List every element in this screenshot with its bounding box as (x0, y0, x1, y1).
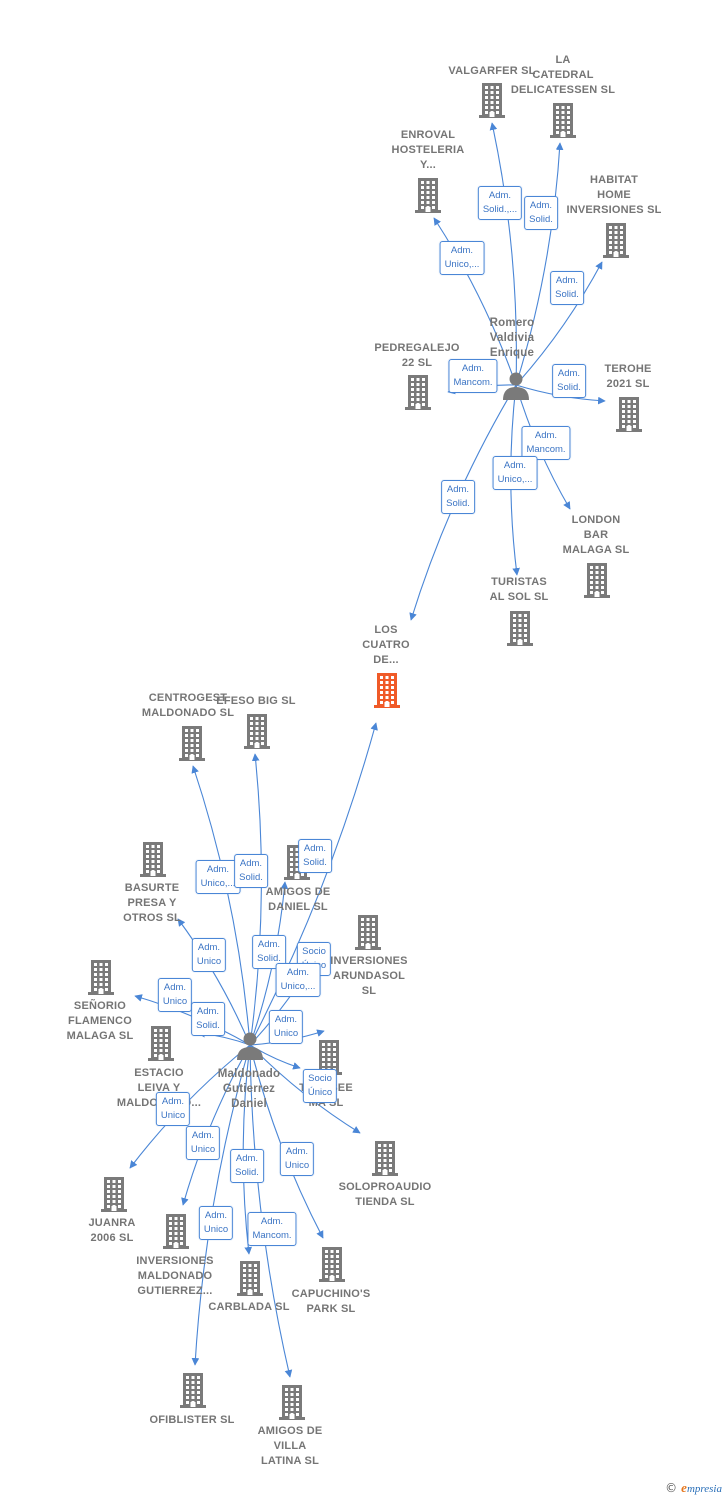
node-label-invmaldonado[interactable]: INVERSIONES MALDONADO GUTIERREZ... (136, 1255, 214, 1297)
role-badge-soloproaudio[interactable]: Socio Único (302, 1069, 338, 1103)
edge-romero-enroval (433, 217, 517, 386)
carblada-building-icon[interactable] (235, 1260, 265, 1296)
rundasol-building-icon[interactable] (353, 914, 383, 950)
role-badge-toussee[interactable]: Adm. Unico,... (275, 963, 321, 997)
role-badge-cuatro[interactable]: Adm. Solid. (441, 480, 475, 514)
capuchinos-building-icon[interactable] (317, 1246, 347, 1282)
node-label-senorio[interactable]: SEÑORIO FLAMENCO MALAGA SL (66, 1000, 134, 1042)
valgarfer-building-icon[interactable] (477, 82, 507, 118)
pedregalejo-building-icon[interactable] (403, 374, 433, 410)
role-badge-valgarfer[interactable]: Adm. Solid.,... (477, 186, 523, 220)
node-label-catedral[interactable]: LA CATEDRAL DELICATESSEN SL (510, 54, 616, 96)
senorio-building-icon[interactable] (86, 959, 116, 995)
role-badge-pedregalejo[interactable]: Adm. Mancom. (448, 359, 498, 393)
node-label-basurte[interactable]: BASURTE PRESA Y OTROS SL (123, 882, 181, 924)
node-label-centrogest[interactable]: CENTROGEST MALDONADO SL (141, 692, 235, 719)
centrogest-building-icon[interactable] (177, 725, 207, 761)
node-label-habitat[interactable]: HABITAT HOME INVERSIONES SL (566, 174, 662, 216)
role-badge-amigosvilla[interactable]: Adm. Mancom. (247, 1212, 297, 1246)
node-label-soloproaudio[interactable]: SOLOPROAUDIO TIENDA SL (338, 1181, 432, 1208)
role-badge-senorio[interactable]: Adm. Unico (157, 978, 193, 1012)
node-label-enroval[interactable]: ENROVAL HOSTELERIA Y... (391, 129, 465, 171)
node-label-juanra[interactable]: JUANRA 2006 SL (88, 1217, 136, 1244)
role-badge-ofiblister[interactable]: Adm. Unico (198, 1206, 234, 1240)
node-label-carblada[interactable]: CARBLADA SL (208, 1301, 290, 1313)
soloproaudio-building-icon[interactable] (370, 1140, 400, 1176)
basurte-building-icon[interactable] (138, 841, 168, 877)
node-label-turistas[interactable]: TURISTAS AL SOL SL (489, 576, 549, 603)
node-label-romero[interactable]: Romero Valdivia Enrique (489, 317, 535, 359)
edge-maldonado-invmaldonado (181, 1044, 251, 1206)
role-badge-estacio[interactable]: Adm. Solid. (191, 1002, 225, 1036)
brand-initial: e (681, 1480, 687, 1495)
estacio-building-icon[interactable] (146, 1025, 176, 1061)
node-label-ofiblister[interactable]: OFIBLISTER SL (149, 1414, 235, 1426)
node-label-rundasol[interactable]: INVERSIONES ARUNDASOL SL (330, 955, 408, 997)
node-label-london[interactable]: LONDON BAR MALAGA SL (562, 514, 630, 556)
role-badge-basurte[interactable]: Adm. Unico (191, 938, 227, 972)
node-label-valgarfer[interactable]: VALGARFER SL (448, 65, 536, 77)
brand-name: mpresia (686, 1483, 722, 1495)
edge-maldonado-cuatro (249, 722, 378, 1046)
juanra-building-icon[interactable] (99, 1176, 129, 1212)
node-label-efeso[interactable]: EFESO BIG SL (216, 695, 296, 707)
role-badge-terohe[interactable]: Adm. Solid. (552, 364, 586, 398)
romero-person-icon[interactable] (501, 370, 531, 400)
role-badge-toussee[interactable]: Adm. Unico (268, 1010, 304, 1044)
node-label-pedregalejo[interactable]: PEDREGALEJO 22 SL (374, 342, 460, 369)
catedral-building-icon[interactable] (548, 102, 578, 138)
copyright-symbol: © (665, 1481, 678, 1495)
invmaldonado-building-icon[interactable] (161, 1213, 191, 1249)
role-badge-invmaldonado[interactable]: Adm. Unico (185, 1126, 221, 1160)
node-label-capuchinos[interactable]: CAPUCHINO'S PARK SL (291, 1288, 371, 1315)
role-badge-turistas[interactable]: Adm. Unico,... (492, 456, 538, 490)
role-badge-cuatro[interactable]: Adm. Solid. (298, 839, 332, 873)
node-label-maldonado[interactable]: Maldonado Gutierrez Daniel (217, 1068, 281, 1110)
edge-maldonado-efeso (249, 753, 262, 1046)
maldonado-person-icon[interactable] (235, 1030, 265, 1060)
node-label-amigosdaniel[interactable]: AMIGOS DE DANIEL SL (265, 886, 331, 913)
cuatro-building-icon[interactable] (372, 672, 402, 708)
role-badge-habitat[interactable]: Adm. Solid. (550, 271, 584, 305)
edge-romero-catedral (515, 142, 564, 386)
efeso-building-icon[interactable] (242, 713, 272, 749)
edge-romero-valgarfer (489, 122, 517, 386)
edge-maldonado-centrogest (191, 765, 251, 1046)
role-badge-juanra[interactable]: Adm. Unico (155, 1092, 191, 1126)
role-badge-catedral[interactable]: Adm. Solid. (524, 196, 558, 230)
edge-maldonado-basurte (177, 918, 251, 1046)
edge-maldonado-ofiblister (191, 1044, 251, 1366)
turistas-building-icon[interactable] (505, 610, 535, 646)
node-label-terohe[interactable]: TEROHE 2021 SL (604, 363, 652, 390)
role-badge-amigosdaniel[interactable]: Adm. Solid. (252, 935, 286, 969)
role-badge-capuchinos[interactable]: Adm. Unico (279, 1142, 315, 1176)
role-badge-efeso[interactable]: Adm. Solid. (234, 854, 268, 888)
london-building-icon[interactable] (582, 562, 612, 598)
node-label-cuatro[interactable]: LOS CUATRO DE... (362, 624, 410, 666)
role-badge-centrogest[interactable]: Adm. Unico,... (195, 860, 241, 894)
ofiblister-building-icon[interactable] (178, 1372, 208, 1408)
node-label-amigosvilla[interactable]: AMIGOS DE VILLA LATINA SL (257, 1425, 323, 1467)
role-badge-enroval[interactable]: Adm. Unico,... (439, 241, 485, 275)
terohe-building-icon[interactable] (614, 396, 644, 432)
role-badge-london[interactable]: Adm. Mancom. (521, 426, 571, 460)
habitat-building-icon[interactable] (601, 222, 631, 258)
amigosvilla-building-icon[interactable] (277, 1384, 307, 1420)
enroval-building-icon[interactable] (413, 177, 443, 213)
edge-romero-habitat (515, 261, 603, 386)
role-badge-carblada[interactable]: Adm. Solid. (230, 1149, 264, 1183)
empresia-footer: ©empresia (665, 1480, 722, 1496)
